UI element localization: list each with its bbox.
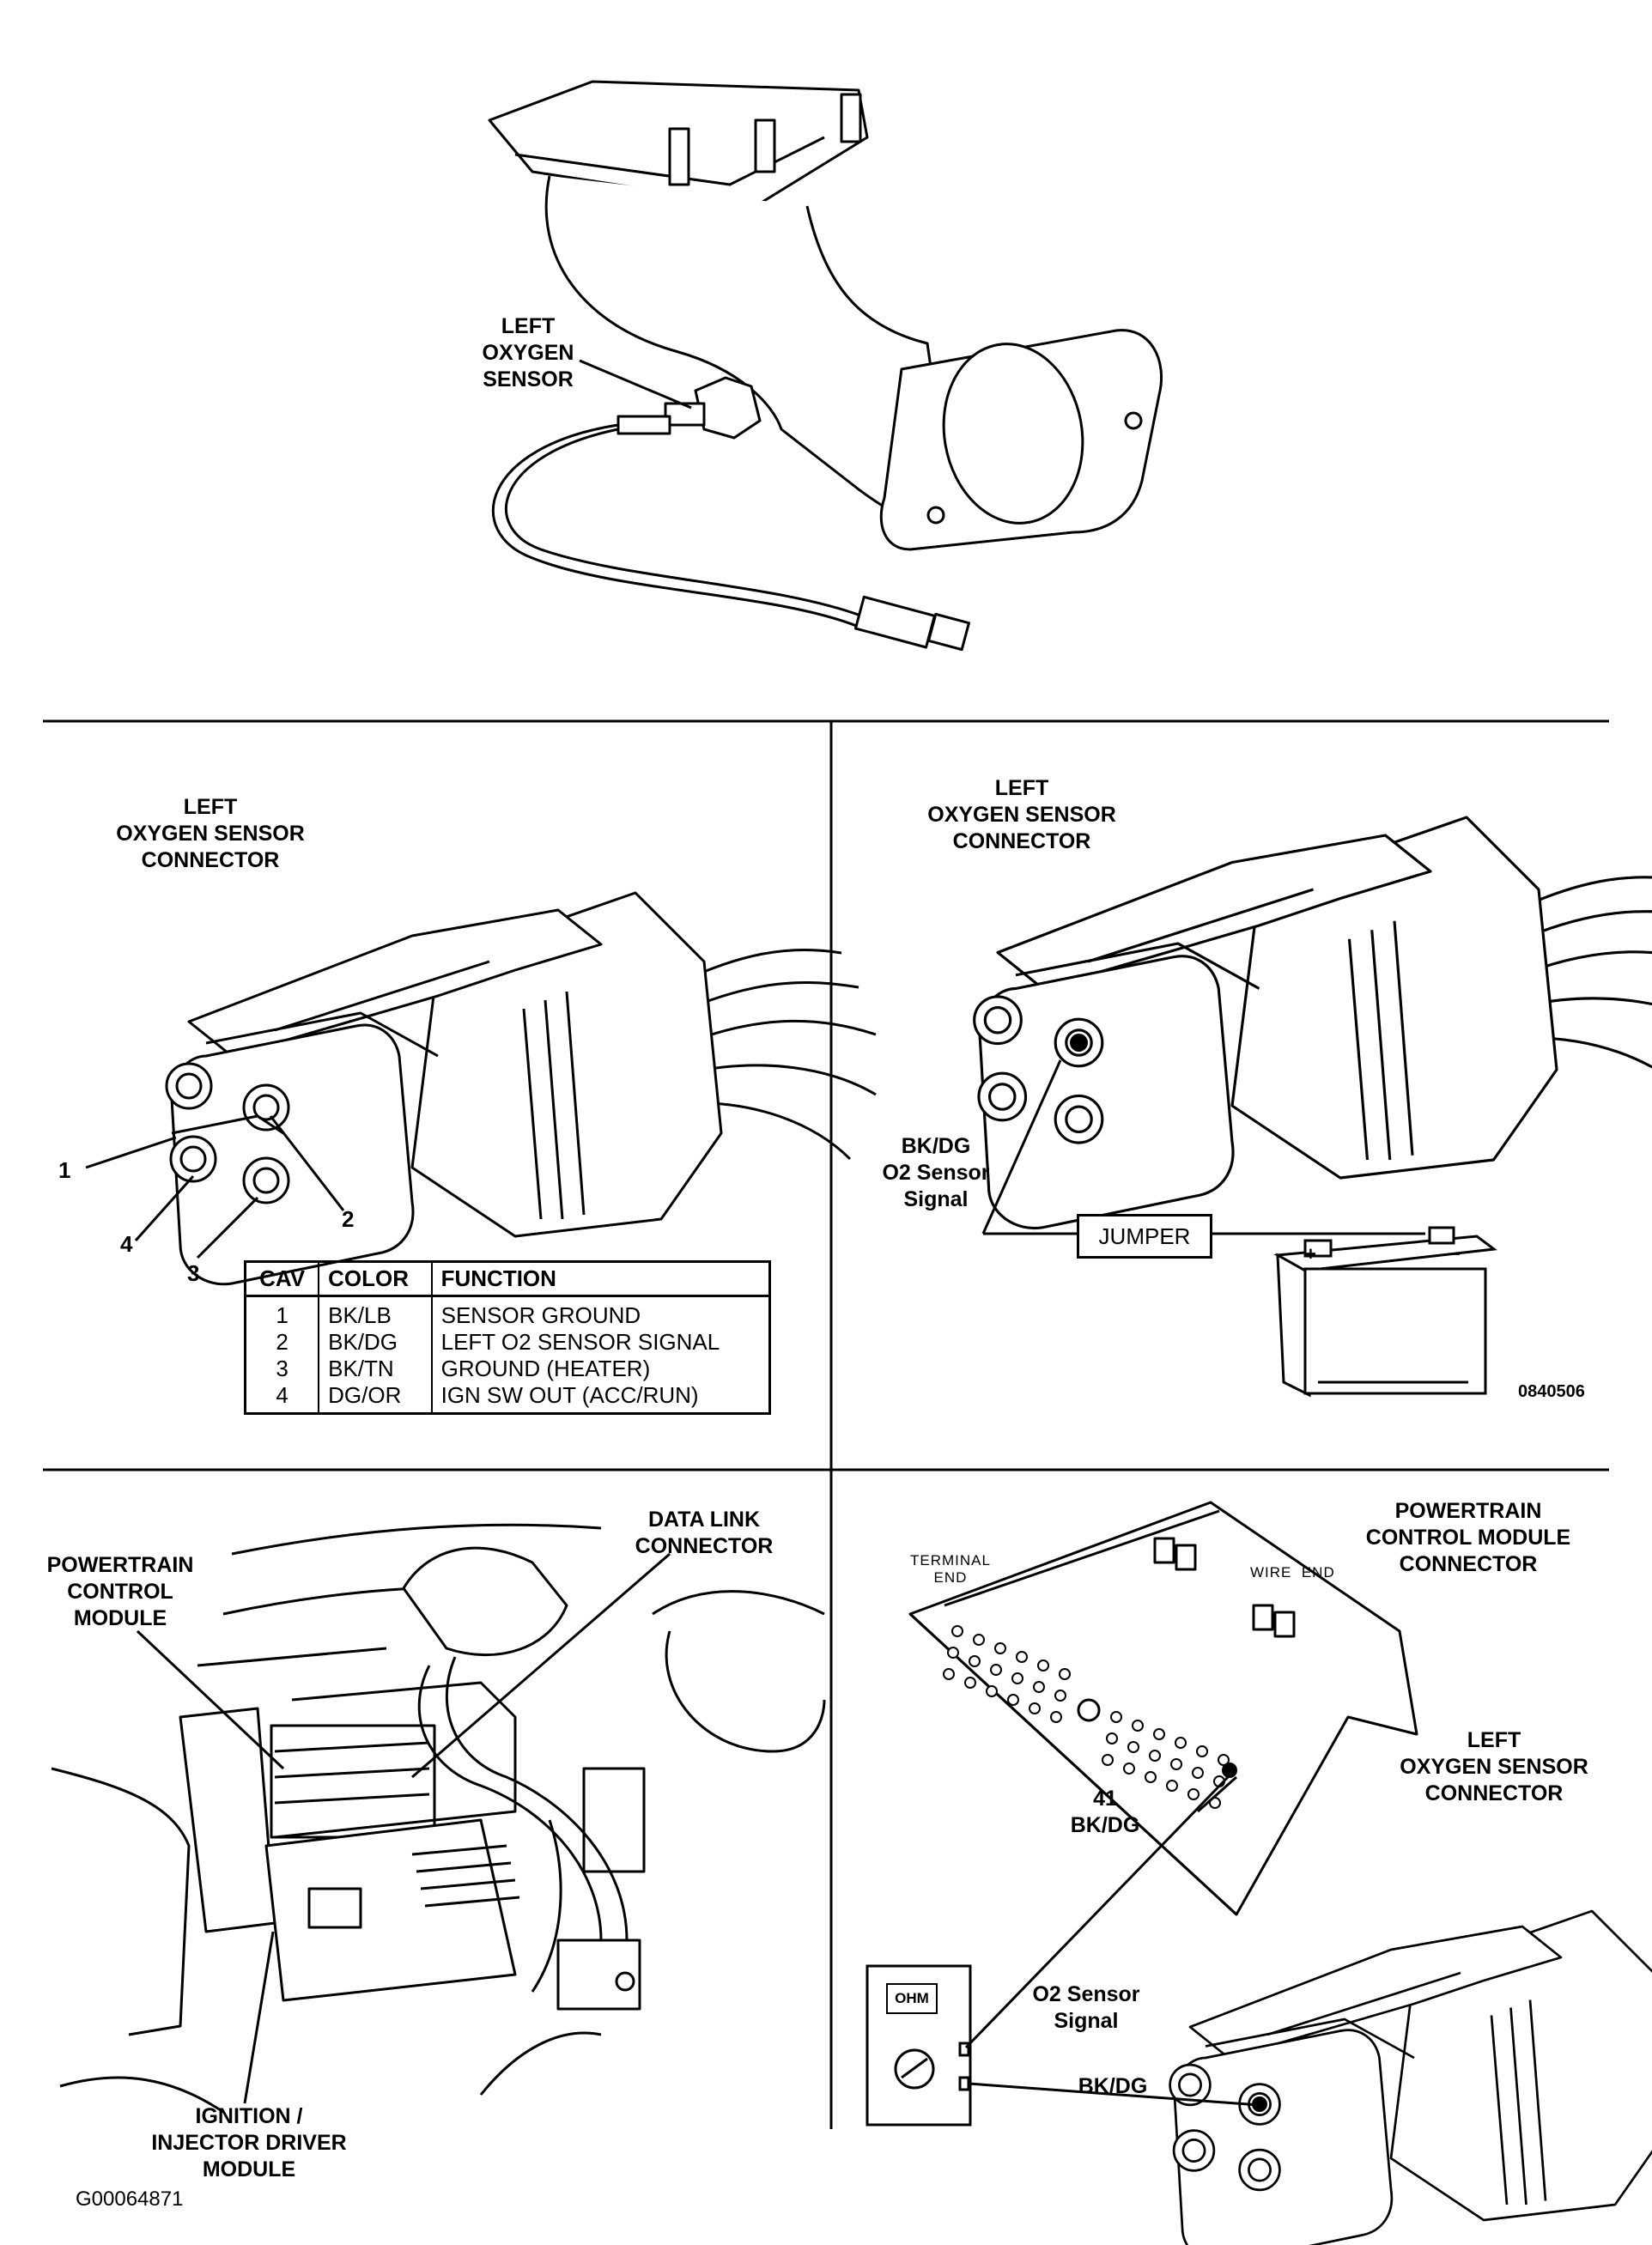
battery-plus-terminal: +: [1305, 1243, 1316, 1265]
table-row: 4 DG/OR IGN SW OUT (ACC/RUN): [245, 1382, 771, 1414]
wire-end-label: WIRE END: [1250, 1564, 1335, 1581]
table-cell: 2: [245, 1329, 320, 1356]
figure-code-g00064871: G00064871: [76, 2187, 184, 2211]
pcm-test-sensor-connector-drawing: [1169, 1909, 1652, 2245]
o2-sensor-signal-label: O2 Sensor Signal: [1032, 1982, 1140, 2033]
bk-dg-signal-label: BK/DG O2 Sensor Signal: [882, 1134, 990, 1211]
table-header-color: COLOR: [319, 1261, 433, 1297]
table-cell: SENSOR GROUND: [431, 1295, 771, 1329]
pin-4-label: 4: [120, 1231, 133, 1257]
table-cell: DG/OR: [319, 1382, 433, 1414]
jumper-wire-box: JUMPER: [1077, 1214, 1212, 1259]
pin-2-label: 2: [342, 1206, 355, 1232]
engine-bay-drawing: [51, 1523, 826, 2114]
table-header-cav: CAV: [245, 1261, 320, 1297]
table-header-function: FUNCTION: [431, 1261, 771, 1297]
battery-minus-terminal: −: [1449, 1243, 1461, 1265]
table-cell: GROUND (HEATER): [431, 1356, 771, 1382]
table-cell: BK/TN: [319, 1356, 433, 1382]
pinout-connector-drawing: [165, 891, 878, 1286]
table-header-row: CAV COLOR FUNCTION: [245, 1261, 771, 1297]
pin-1-label: 1: [58, 1157, 71, 1183]
table-cell: LEFT O2 SENSOR SIGNAL: [431, 1329, 771, 1356]
table-row: 2 BK/DG LEFT O2 SENSOR SIGNAL: [245, 1329, 771, 1356]
cavity-pinout-table: CAV COLOR FUNCTION 1 BK/LB SENSOR GROUND…: [244, 1260, 771, 1415]
table-cell: BK/LB: [319, 1295, 433, 1329]
exhaust-manifold-drawing: [488, 80, 1163, 652]
pcm-connector-label: POWERTRAIN CONTROL MODULE CONNECTOR: [1365, 1499, 1571, 1576]
pcm-connector-drawing: [908, 1501, 1418, 1916]
jumper-test-connector-drawing: [973, 816, 1652, 1230]
pcm-test-sensor-connector-label: LEFT OXYGEN SENSOR CONNECTOR: [1400, 1728, 1588, 1805]
terminal-end-label: TERMINAL END: [910, 1552, 991, 1586]
jumper-test-connector-title: LEFT OXYGEN SENSOR CONNECTOR: [927, 776, 1116, 853]
battery-drawing: [1273, 1226, 1497, 1398]
data-link-connector-label: DATA LINK CONNECTOR: [635, 1508, 774, 1558]
multimeter-display: OHM: [886, 1983, 938, 2014]
left-oxygen-sensor-label: LEFT OXYGEN SENSOR: [482, 314, 574, 391]
table-row: 3 BK/TN GROUND (HEATER): [245, 1356, 771, 1382]
table-cell: 1: [245, 1295, 320, 1329]
table-cell: 3: [245, 1356, 320, 1382]
table-cell: 4: [245, 1382, 320, 1414]
table-row: 1 BK/LB SENSOR GROUND: [245, 1295, 771, 1329]
table-cell: IGN SW OUT (ACC/RUN): [431, 1382, 771, 1414]
pinout-connector-title: LEFT OXYGEN SENSOR CONNECTOR: [116, 795, 305, 872]
figure-code-0840506: 0840506: [1518, 1382, 1585, 1401]
pin-41-bk-dg-label: 41 BK/DG: [1070, 1787, 1140, 1837]
powertrain-control-module-label: POWERTRAIN CONTROL MODULE: [46, 1553, 194, 1630]
bk-dg-wire-label: BK/DG: [1078, 2074, 1148, 2098]
table-cell: BK/DG: [319, 1329, 433, 1356]
pcm-pin-rows: [943, 1625, 1230, 1809]
pin-3-label: 3: [187, 1260, 200, 1286]
ignition-injector-driver-module-label: IGNITION / INJECTOR DRIVER MODULE: [151, 2104, 347, 2181]
